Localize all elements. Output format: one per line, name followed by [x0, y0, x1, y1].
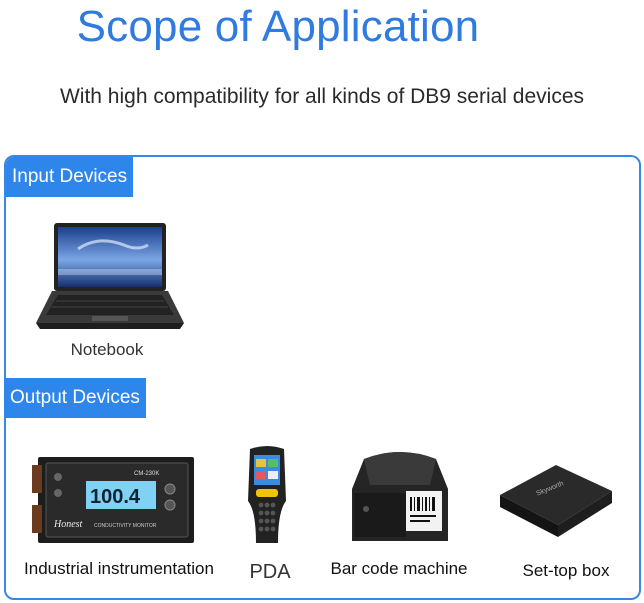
laptop-icon	[36, 223, 184, 329]
set-top-box-label: Set-top box	[522, 561, 610, 580]
page-subtitle: With high compatibility for all kinds of…	[59, 85, 585, 108]
bar-code-machine-label: Bar code machine	[330, 559, 468, 578]
input-devices-tag: Input Devices	[6, 157, 134, 197]
barcode-printer-icon	[352, 452, 448, 541]
pda-label: PDA	[249, 561, 291, 583]
monitor-brand: Honest	[53, 519, 83, 530]
industrial-instrumentation-label: Industrial instrumentation	[24, 559, 214, 578]
page-title: Scope of Application	[76, 2, 480, 51]
set-top-box-icon: Skyworth	[500, 465, 612, 537]
notebook-label: Notebook	[70, 340, 144, 359]
devices-panel: Input Devices Notebook Output Devices 10…	[4, 155, 641, 600]
conductivity-monitor-icon: 100.4 CM-230K Honest CONDUCTIVITY MONITO…	[32, 457, 194, 543]
pda-scanner-icon	[248, 446, 286, 543]
monitor-model: CM-230K	[134, 471, 159, 477]
monitor-reading: 100.4	[90, 486, 141, 508]
output-devices-tag: Output Devices	[4, 378, 146, 418]
monitor-caption: CONDUCTIVITY MONITOR	[94, 523, 157, 529]
